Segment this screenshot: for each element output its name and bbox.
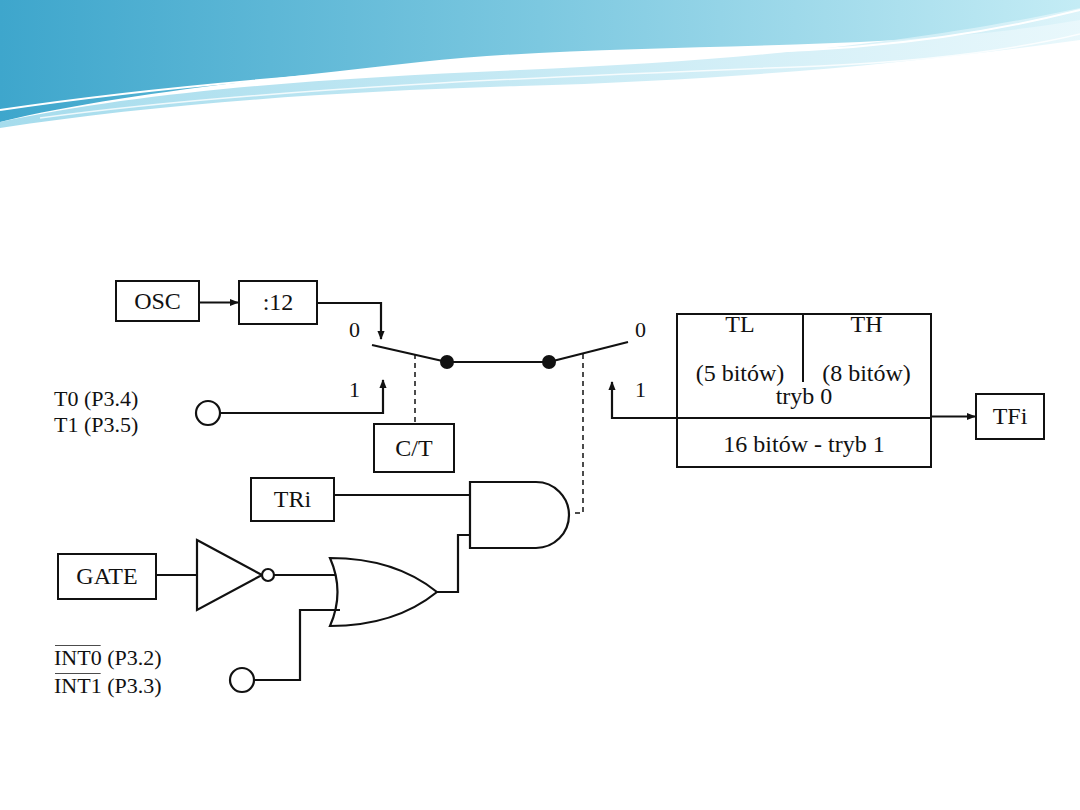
pin-name: T0 (P3.4) — [53, 387, 139, 411]
wire — [447, 361, 549, 363]
inverter-bubble — [262, 569, 274, 581]
control-dashed — [571, 354, 583, 513]
wire — [335, 494, 470, 496]
box-text: TFi — [993, 403, 1028, 429]
switch-position: 0 — [348, 318, 361, 342]
connector-arrow — [932, 415, 975, 417]
inverter — [197, 540, 262, 610]
pin-terminal — [196, 401, 220, 425]
oscillator-box: OSC — [115, 280, 200, 322]
box-text: (8 bitów) — [822, 360, 911, 386]
box-text: 16 bitów - tryb 1 — [723, 431, 884, 457]
switch-position: 0 — [634, 318, 647, 342]
box-text: :12 — [263, 289, 294, 315]
connector-arrow — [200, 301, 238, 303]
run-control-box: TRi — [250, 477, 335, 522]
box-text: TRi — [274, 486, 311, 512]
and-gate — [470, 482, 569, 548]
pin-terminal — [230, 668, 254, 692]
wire — [157, 574, 197, 576]
box-text: C/T — [395, 435, 432, 461]
box-text: OSC — [134, 288, 181, 314]
box-text: TL — [725, 311, 754, 337]
wire — [274, 574, 340, 576]
switch-lever — [549, 342, 628, 362]
register-low-byte: TL(5 bitów) — [678, 315, 804, 382]
gate-bit-box: GATE — [57, 553, 157, 600]
box-text: tryb 0 — [776, 383, 833, 409]
control-dashed — [414, 354, 416, 423]
header-band — [0, 0, 1080, 122]
overflow-flag-box: TFi — [975, 393, 1045, 440]
header-band-light — [0, 8, 1080, 128]
wire — [254, 610, 340, 680]
or-gate — [330, 558, 437, 626]
switch-position: 1 — [348, 378, 361, 402]
switch-pivot — [542, 355, 556, 369]
register-divider — [676, 417, 932, 419]
box-text: TH — [851, 311, 883, 337]
switch-pivot — [440, 355, 454, 369]
switch-lever — [372, 345, 447, 362]
counter-register: tryb 016 bitów - tryb 1TL(5 bitów)TH(8 b… — [676, 313, 932, 468]
register-high-byte: TH(8 bitów) — [804, 315, 929, 382]
divider-box: :12 — [238, 280, 318, 325]
mode-select-box: C/T — [373, 423, 455, 473]
header-line — [40, 34, 1080, 118]
pin-name: INT0 (P3.2) — [53, 646, 163, 670]
box-text: GATE — [76, 563, 137, 589]
pin-name: T1 (P3.5) — [53, 413, 139, 437]
switch-position: 1 — [634, 378, 647, 402]
box-text: (5 bitów) — [696, 360, 785, 386]
wire — [437, 535, 470, 592]
pin-name: INT1 (P3.3) — [53, 674, 163, 698]
